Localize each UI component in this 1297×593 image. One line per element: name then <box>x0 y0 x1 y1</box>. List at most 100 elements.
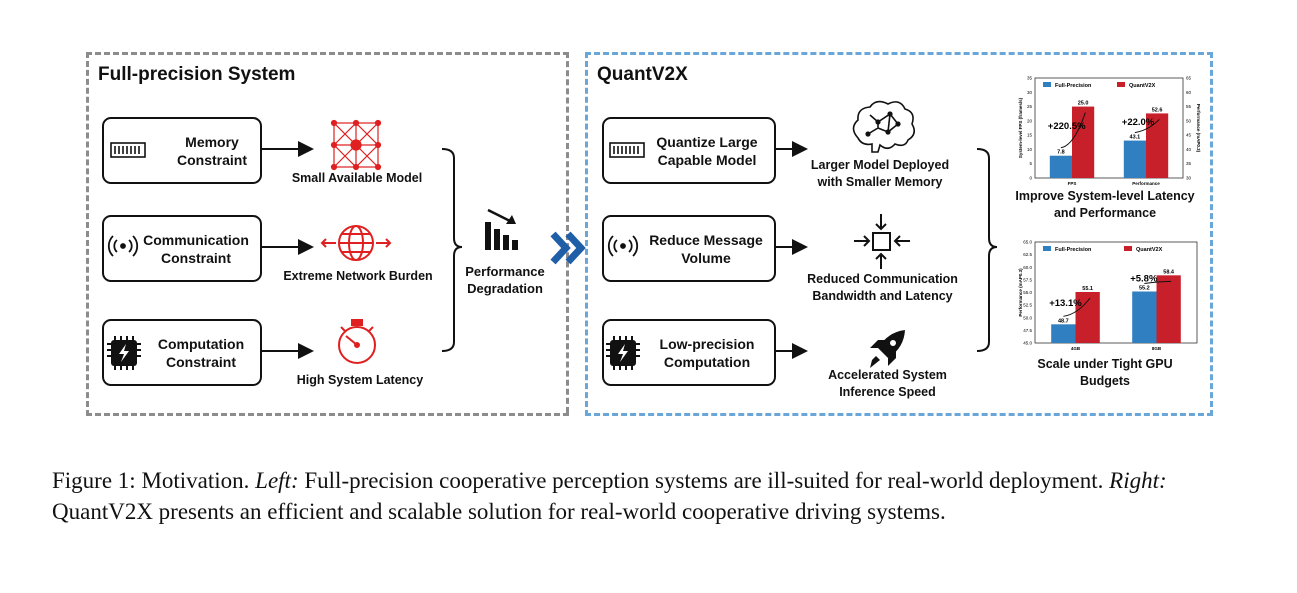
full-precision-panel <box>86 52 569 416</box>
y-axis-label-right: Performance (mAP0.3) <box>1196 104 1201 153</box>
network-burden-caption: Extreme Network Burden <box>283 269 433 283</box>
y-tick-label-right: 55 <box>1186 104 1192 109</box>
y-tick-label: 50.0 <box>1023 315 1032 320</box>
caption-right-label: Right: <box>1109 468 1167 493</box>
x-tick-label: FPS <box>1068 181 1077 186</box>
improvement-label: +5.8% <box>1130 273 1158 284</box>
bar-performance-quantv2x <box>1146 113 1169 178</box>
y-tick-label: 15 <box>1027 133 1033 138</box>
bar-value-label: 48.7 <box>1058 318 1069 324</box>
quantize-model-box <box>602 117 776 184</box>
y-tick-label-right: 30 <box>1186 176 1192 181</box>
bar-8gb-quantv2x <box>1156 275 1181 343</box>
bar-value-label: 55.2 <box>1139 285 1150 291</box>
y-tick-label: 20 <box>1027 118 1033 123</box>
legend-label-quantv2x: QuantV2X <box>1136 247 1163 253</box>
signal-icon <box>607 235 639 257</box>
caption-left-label: Left: <box>255 468 299 493</box>
y-tick-label: 65.0 <box>1023 240 1032 245</box>
signal-icon <box>107 235 139 257</box>
latency-performance-chart: Full-Precision QuantV2X 7.8 25.0 +220.5% FPS 4… <box>1018 76 1201 187</box>
caption-left-text: Full-precision cooperative perception sy… <box>298 468 1110 493</box>
legend-swatch-quantv2x <box>1117 82 1125 87</box>
bar-value-label: 7.8 <box>1057 150 1065 156</box>
bar-4gb-full-precision <box>1051 324 1076 343</box>
legend-label-full-precision: Full-Precision <box>1055 247 1092 253</box>
y-tick-label-right: 35 <box>1186 161 1192 166</box>
improvement-arrow <box>1134 119 1160 134</box>
bar-8gb-full-precision <box>1132 291 1157 343</box>
memory-chip-icon <box>609 142 645 158</box>
y-tick-label: 55.0 <box>1023 290 1032 295</box>
right-bracket <box>976 148 998 352</box>
y-tick-label-right: 40 <box>1186 147 1192 152</box>
y-tick-label: 0 <box>1029 176 1032 181</box>
bar-value-label: 55.1 <box>1082 286 1093 292</box>
y-tick-label: 35 <box>1027 76 1033 81</box>
y-tick-label: 62.5 <box>1023 252 1032 257</box>
legend-swatch-full-precision <box>1043 82 1051 87</box>
chart-frame <box>1034 241 1198 344</box>
double-chevron-icon <box>550 231 586 265</box>
chart-frame <box>1034 77 1184 179</box>
compress-icon <box>854 214 910 269</box>
x-tick-label: 8GB <box>1152 346 1162 351</box>
y-tick-label: 5 <box>1029 161 1032 166</box>
globe-network-icon <box>320 225 392 261</box>
performance-drop-icon <box>485 208 518 250</box>
quantv2x-panel <box>585 52 1213 416</box>
memory-constraint-box <box>102 117 262 184</box>
y-tick-label: 60.0 <box>1023 265 1032 270</box>
y-tick-label-right: 60 <box>1186 90 1192 95</box>
left-panel-title: Full-precision System <box>98 64 296 85</box>
bar-fps-quantv2x <box>1072 106 1095 178</box>
caption-prefix: Figure 1: Motivation. <box>52 468 256 493</box>
left-bracket <box>441 148 463 352</box>
bar-fps-full-precision <box>1049 155 1072 178</box>
bar-value-label: 52.6 <box>1152 107 1163 113</box>
improvement-arrow <box>1060 112 1086 149</box>
processor-icon <box>107 336 141 370</box>
improvement-label: +22.0% <box>1122 117 1155 128</box>
small-model-caption: Small Available Model <box>291 171 423 185</box>
bar-value-label: 25.0 <box>1078 101 1089 107</box>
y-axis-label: System-level FPS (frames/s) <box>1018 97 1023 158</box>
legend-label-quantv2x: QuantV2X <box>1129 83 1156 89</box>
y-tick-label-right: 45 <box>1186 133 1192 138</box>
legend-swatch-quantv2x <box>1124 246 1132 251</box>
latency-caption: High System Latency <box>296 373 424 387</box>
improvement-label: +220.5% <box>1048 121 1086 132</box>
y-tick-label-right: 65 <box>1186 76 1192 81</box>
neural-network-icon <box>330 119 382 171</box>
legend-label-full-precision: Full-Precision <box>1055 83 1092 89</box>
right-panel-title: QuantV2X <box>597 64 688 85</box>
processor-icon <box>606 336 640 370</box>
y-tick-label: 52.5 <box>1023 303 1032 308</box>
y-tick-label: 57.5 <box>1023 277 1032 282</box>
bar-value-label: 58.4 <box>1163 269 1175 275</box>
caption-right-text: QuantV2X presents an efficient and scala… <box>52 499 946 524</box>
brain-icon <box>852 100 916 153</box>
legend-swatch-full-precision <box>1043 246 1051 251</box>
figure-caption: Figure 1: Motivation. Left: Full-precisi… <box>52 465 1252 527</box>
improvement-arrow <box>1063 297 1091 317</box>
x-tick-label: Performance <box>1132 181 1160 186</box>
rocket-icon <box>866 330 905 368</box>
x-tick-label: 4GB <box>1071 346 1081 351</box>
y-tick-label: 45.0 <box>1023 341 1032 346</box>
diagram-graphics <box>107 100 998 370</box>
improvement-arrow <box>1144 280 1172 284</box>
y-tick-label: 47.5 <box>1023 328 1032 333</box>
y-tick-label: 30 <box>1027 90 1033 95</box>
